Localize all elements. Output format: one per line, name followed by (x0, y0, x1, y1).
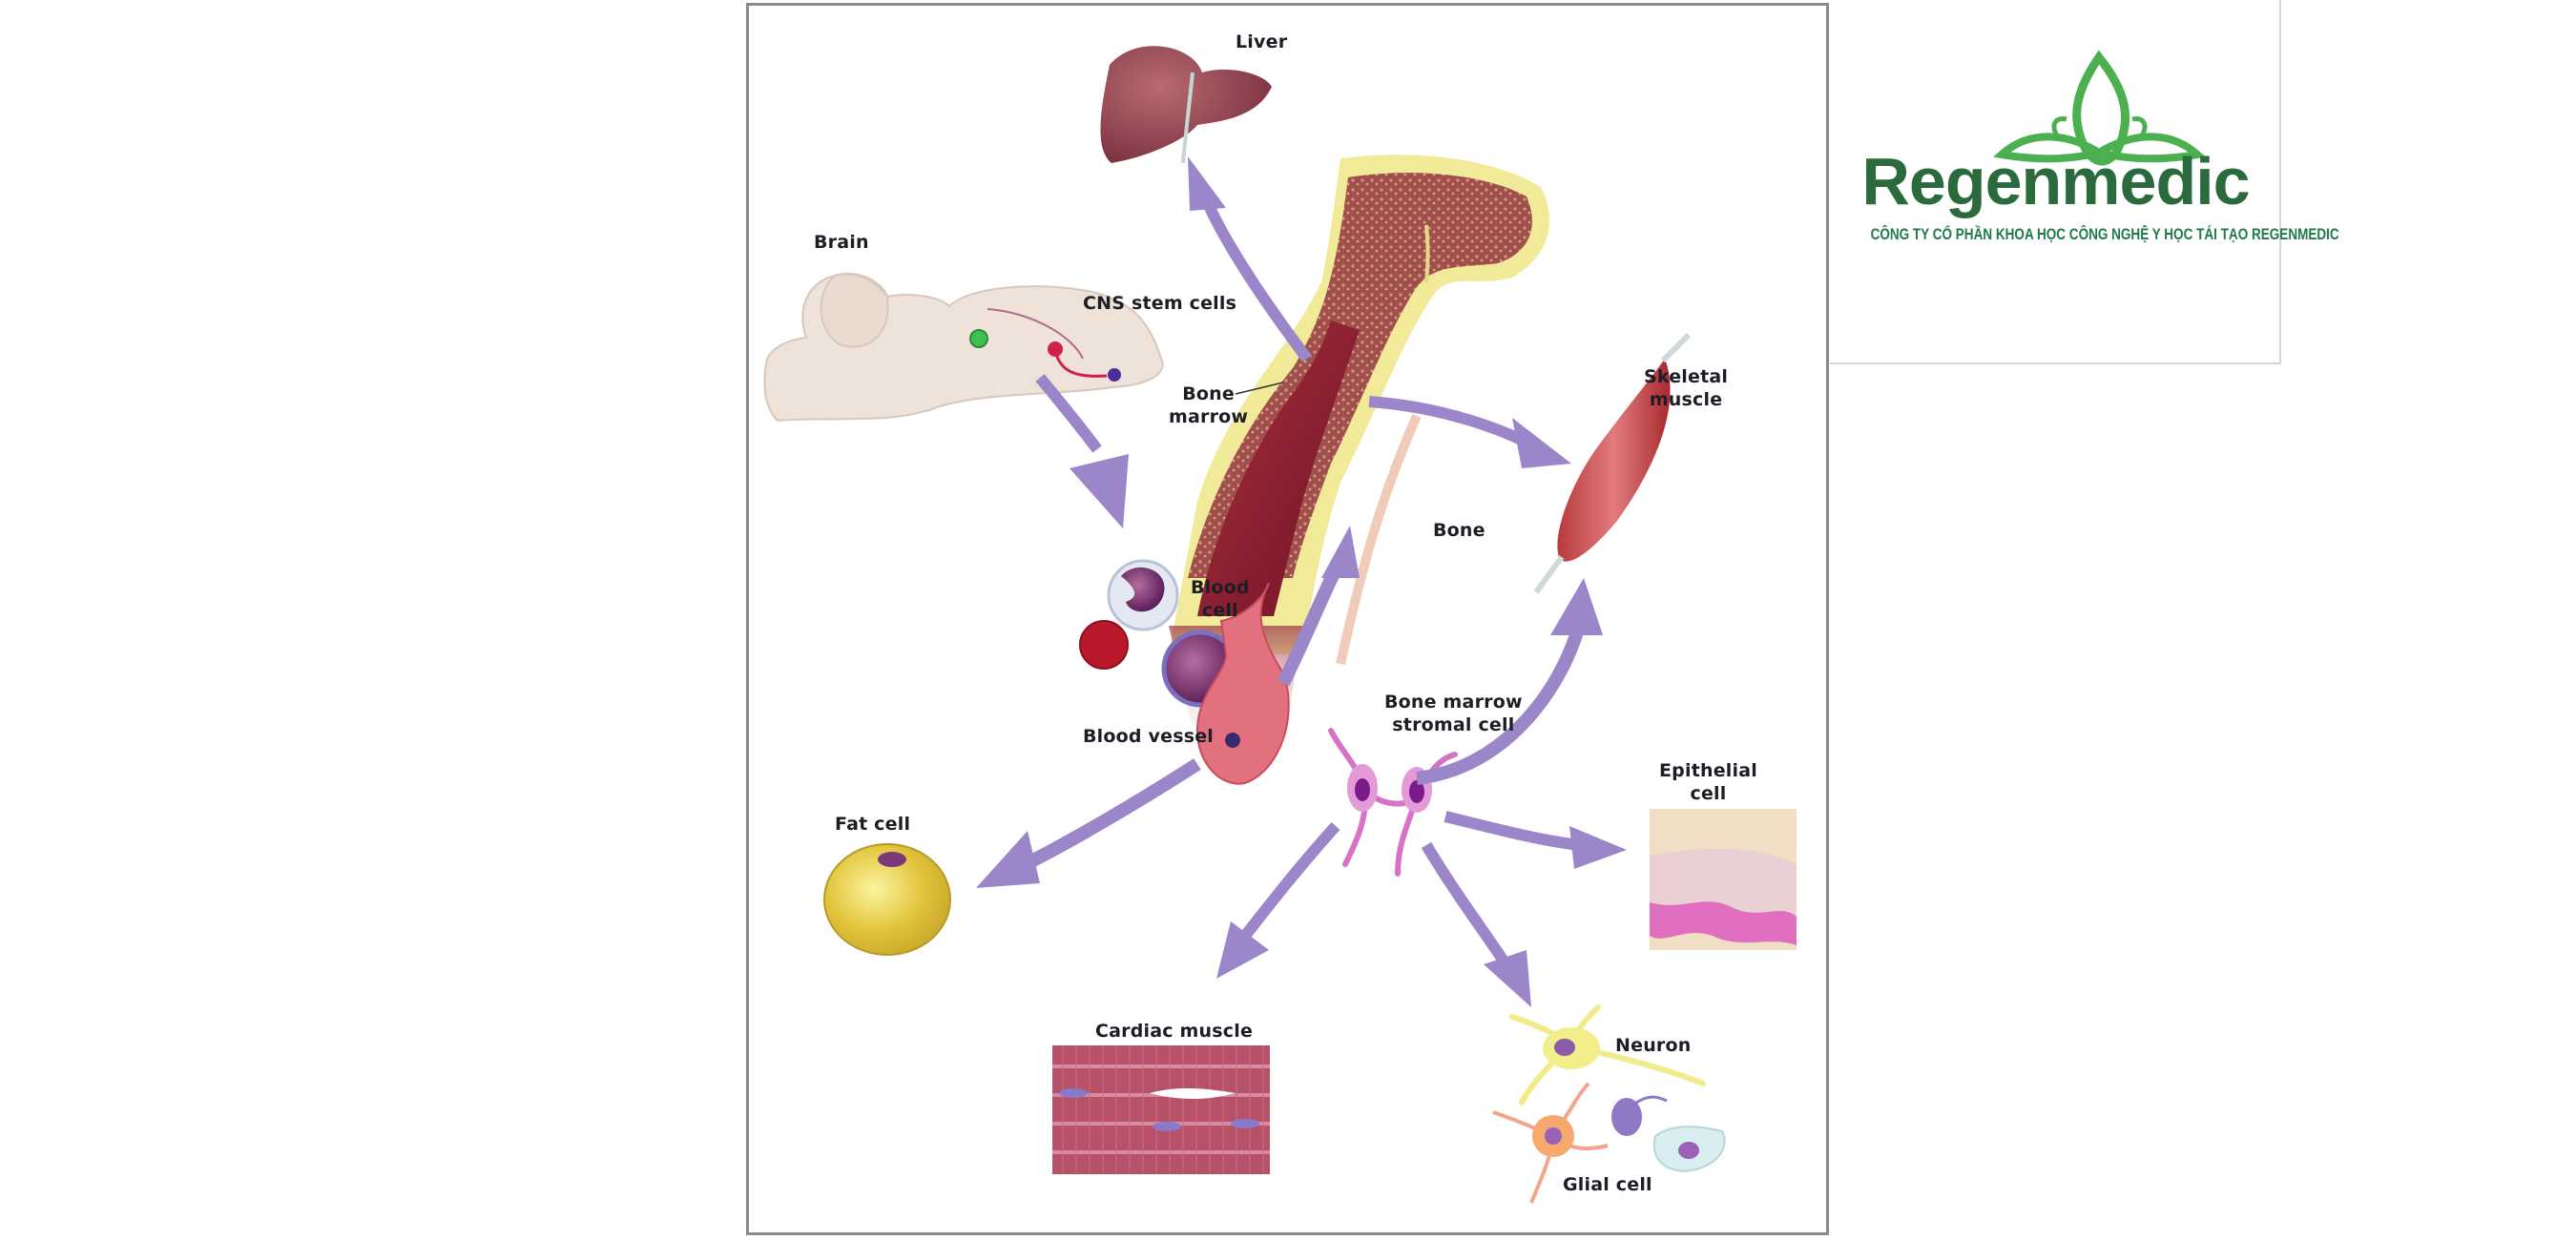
label-blood-vessel: Blood vessel (1083, 726, 1215, 747)
label-cardiac-muscle: Cardiac muscle (1095, 1021, 1254, 1042)
label-epithelial-line1: Epithelial (1659, 760, 1757, 781)
arrow-to-cardiac (1216, 821, 1340, 979)
label-bone-marrow-line1: Bone (1182, 383, 1235, 404)
label-neuron: Neuron (1615, 1035, 1692, 1056)
epithelial-tissue-illustration (1650, 809, 1797, 950)
label-skeletal-muscle-line1: Skeletal (1644, 366, 1729, 387)
label-stromal-line1: Bone marrow (1384, 692, 1523, 713)
label-bone: Bone (1433, 520, 1485, 541)
label-glial-cell: Glial cell (1563, 1174, 1652, 1195)
company-tagline: CÔNG TY CỔ PHẦN KHOA HỌC CÔNG NGHỆ Y HỌC… (1870, 226, 2339, 243)
glial-cells-illustration (1492, 1082, 1726, 1204)
arrow-stromal-to-skeletal (1416, 578, 1603, 785)
diagram-illustration (763, 46, 1797, 1204)
label-skeletal-muscle: Skeletal muscle (1644, 365, 1728, 411)
label-bone-marrow-line2: marrow (1169, 406, 1249, 427)
label-liver: Liver (1236, 31, 1288, 52)
arrow-to-epithelial (1444, 811, 1627, 869)
arrow-to-liver (1188, 156, 1312, 362)
company-logo: Regenmedic CÔNG TY CỔ PHẦN KHOA HỌC CÔNG… (1830, 0, 2339, 364)
label-blood-cell-line1: Blood (1191, 577, 1250, 598)
arrow-to-skeletal-muscle (1368, 396, 1571, 468)
label-epithelial-cell: Epithelial cell (1659, 759, 1757, 805)
arrow-to-fat-cell (976, 758, 1201, 888)
label-stromal-cell: Bone marrow stromal cell (1384, 691, 1523, 736)
arrow-to-neuron (1421, 841, 1531, 1007)
label-epithelial-line2: cell (1690, 783, 1727, 804)
lotus-leaf-icon (1993, 50, 2206, 166)
label-stromal-line2: stromal cell (1392, 714, 1515, 735)
liver-illustration (1100, 46, 1272, 164)
neuron-illustration (1509, 1004, 1706, 1106)
label-cns-stem-cells: CNS stem cells (1083, 293, 1237, 314)
skeletal-muscle-illustration (1533, 332, 1692, 594)
stem-cell-diagram: Liver Brain CNS stem cells Bone marrow S… (746, 3, 1829, 1235)
blood-cells-illustration (1079, 559, 1239, 708)
fat-cell-illustration (823, 843, 951, 956)
brand-wordmark: Regenmedic (1861, 144, 2250, 218)
brain-illustration (763, 272, 1164, 423)
label-bone-marrow: Bone marrow (1169, 382, 1248, 428)
label-blood-cell: Blood cell (1191, 576, 1250, 622)
cardiac-muscle-illustration (1052, 1045, 1270, 1174)
blood-vessel-illustration (1195, 582, 1290, 785)
arrow-to-bone (1277, 526, 1360, 687)
label-brain: Brain (814, 232, 869, 253)
differentiation-arrows (976, 156, 1627, 1007)
arrow-brain-to-blood (1035, 374, 1129, 528)
label-skeletal-muscle-line2: muscle (1649, 389, 1723, 410)
label-blood-cell-line2: cell (1201, 600, 1238, 621)
label-fat-cell: Fat cell (835, 814, 911, 835)
